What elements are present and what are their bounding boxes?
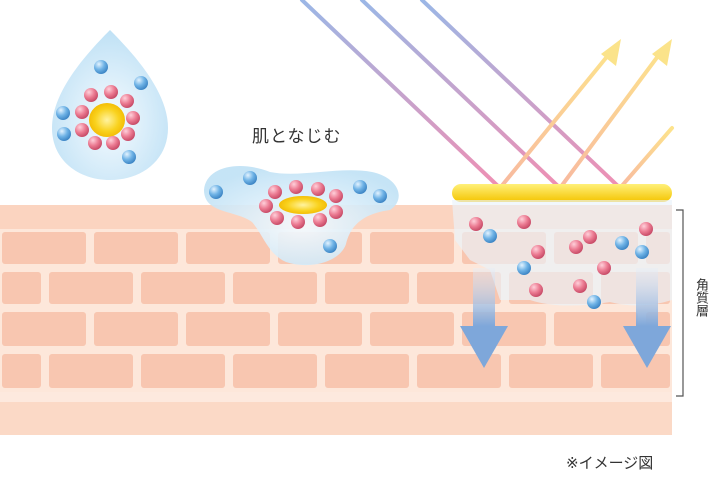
red-particle	[106, 136, 120, 150]
skin-cell	[370, 232, 454, 264]
skin-cell	[141, 354, 225, 388]
skin-cell	[94, 312, 178, 346]
red-particle	[517, 215, 531, 229]
blue-particle	[517, 261, 531, 275]
skin-cell	[94, 232, 178, 264]
skin-cell	[554, 312, 638, 346]
blue-particle	[57, 127, 71, 141]
skin-cell	[509, 354, 593, 388]
red-particle	[329, 189, 343, 203]
red-particle	[329, 205, 343, 219]
red-particle	[120, 94, 134, 108]
particles	[56, 60, 653, 309]
skin-cell	[417, 354, 501, 388]
blue-particle	[122, 150, 136, 164]
skin-cell	[233, 354, 317, 388]
blue-particle	[134, 76, 148, 90]
red-particle	[313, 213, 327, 227]
surface-film	[452, 184, 672, 202]
skin-cell	[2, 354, 41, 388]
red-particle	[270, 211, 284, 225]
red-particle	[291, 215, 305, 229]
blend-label: 肌となじむ	[252, 127, 342, 147]
skin-cell	[2, 312, 86, 346]
reflection-arrowheads	[601, 39, 672, 66]
red-particle	[126, 111, 140, 125]
blue-particle	[209, 185, 223, 199]
red-particle	[75, 123, 89, 137]
blue-particle	[615, 236, 629, 250]
skin-cell	[2, 272, 41, 304]
layer-bracket	[676, 209, 684, 397]
red-particle	[88, 136, 102, 150]
blue-particle	[323, 239, 337, 253]
skin-cell	[370, 312, 454, 346]
skin-cell	[325, 272, 409, 304]
skin-cell	[278, 312, 362, 346]
red-particle	[529, 283, 543, 297]
reflected-light-rays	[498, 46, 674, 190]
red-particle	[573, 279, 587, 293]
red-particle	[597, 261, 611, 275]
blue-particle	[94, 60, 108, 74]
blue-particle	[353, 180, 367, 194]
stratum-corneum-label: 角質層	[693, 278, 708, 317]
red-particle	[268, 185, 282, 199]
droplet-core	[89, 103, 125, 137]
skin-cell	[233, 272, 317, 304]
skin-cell	[601, 354, 670, 388]
incoming-light-rays	[300, 0, 622, 190]
skin-cell	[186, 312, 270, 346]
blue-particle	[56, 106, 70, 120]
red-particle	[569, 240, 583, 254]
red-particle	[531, 245, 545, 259]
red-particle	[289, 180, 303, 194]
blue-particle	[587, 295, 601, 309]
red-particle	[84, 88, 98, 102]
skin-cell	[325, 354, 409, 388]
red-particle	[639, 222, 653, 236]
red-particle	[311, 182, 325, 196]
blue-particle	[635, 245, 649, 259]
blue-particle	[483, 229, 497, 243]
penetration-arrows	[460, 268, 671, 368]
blue-particle	[243, 171, 257, 185]
red-particle	[104, 85, 118, 99]
blending-drop	[204, 166, 399, 266]
blue-particle	[373, 189, 387, 203]
red-particle	[75, 105, 89, 119]
blend-core	[279, 196, 327, 214]
red-particle	[259, 199, 273, 213]
skin-cell	[49, 272, 133, 304]
red-particle	[121, 127, 135, 141]
skin-cell	[186, 232, 270, 264]
red-particle	[583, 230, 597, 244]
penetration-area	[452, 200, 672, 306]
skin-cell	[49, 354, 133, 388]
skin-cell	[141, 272, 225, 304]
red-particle	[469, 217, 483, 231]
skin-cell	[2, 232, 86, 264]
image-note: ※イメージ図	[566, 454, 654, 472]
